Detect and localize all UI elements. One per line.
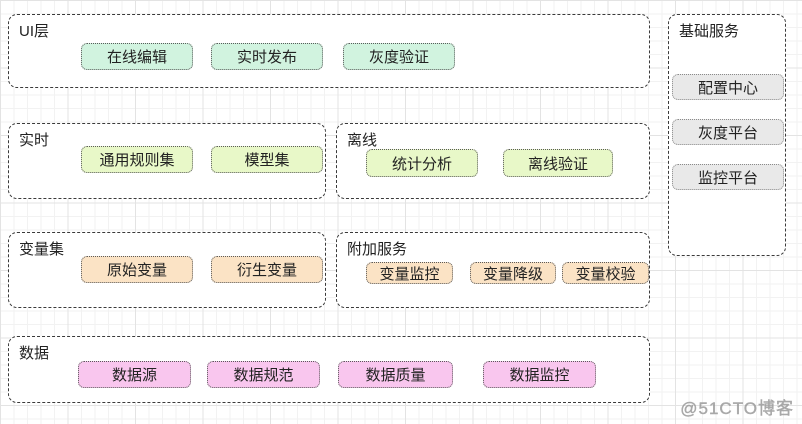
node-data-source: 数据源 [78, 361, 191, 388]
node-variable-downgrade: 变量降级 [470, 262, 556, 284]
section-realtime: 实时 通用规则集 模型集 [8, 123, 326, 199]
node-gray-platform: 灰度平台 [672, 119, 784, 145]
node-data-spec: 数据规范 [207, 361, 320, 388]
node-data-monitor: 数据监控 [483, 361, 596, 388]
section-variable-set-title: 变量集 [19, 241, 65, 258]
node-general-ruleset: 通用规则集 [81, 146, 193, 173]
node-realtime-publish: 实时发布 [211, 43, 323, 70]
section-data: 数据 数据源 数据规范 数据质量 数据监控 [8, 336, 650, 403]
node-variable-validate: 变量校验 [562, 262, 649, 284]
node-variable-monitor: 变量监控 [366, 262, 453, 284]
watermark-51cto: @51CTO博客 [680, 399, 794, 418]
node-gray-verify: 灰度验证 [343, 43, 455, 70]
section-base-services: 基础服务 配置中心 灰度平台 监控平台 [668, 14, 786, 256]
section-realtime-title: 实时 [19, 132, 50, 149]
section-offline-title: 离线 [347, 132, 378, 149]
section-data-title: 数据 [19, 345, 50, 362]
section-offline: 离线 统计分析 离线验证 [336, 123, 650, 199]
section-ui-layer: UI层 在线编辑 实时发布 灰度验证 [8, 14, 650, 88]
section-base-services-title: 基础服务 [679, 23, 740, 40]
node-monitor-platform: 监控平台 [672, 164, 784, 190]
section-variable-set: 变量集 原始变量 衍生变量 [8, 232, 326, 308]
node-raw-variables: 原始变量 [81, 256, 193, 283]
node-config-center: 配置中心 [672, 74, 784, 100]
section-additional-services-title: 附加服务 [347, 241, 408, 258]
node-derived-variables: 衍生变量 [211, 256, 323, 283]
section-ui-layer-title: UI层 [19, 23, 50, 40]
node-online-edit: 在线编辑 [81, 43, 193, 70]
section-additional-services: 附加服务 变量监控 变量降级 变量校验 [336, 232, 650, 308]
node-statistical-analysis: 统计分析 [366, 149, 478, 177]
node-offline-verify: 离线验证 [503, 149, 613, 177]
node-data-quality: 数据质量 [338, 361, 453, 388]
node-model-set: 模型集 [211, 146, 323, 173]
